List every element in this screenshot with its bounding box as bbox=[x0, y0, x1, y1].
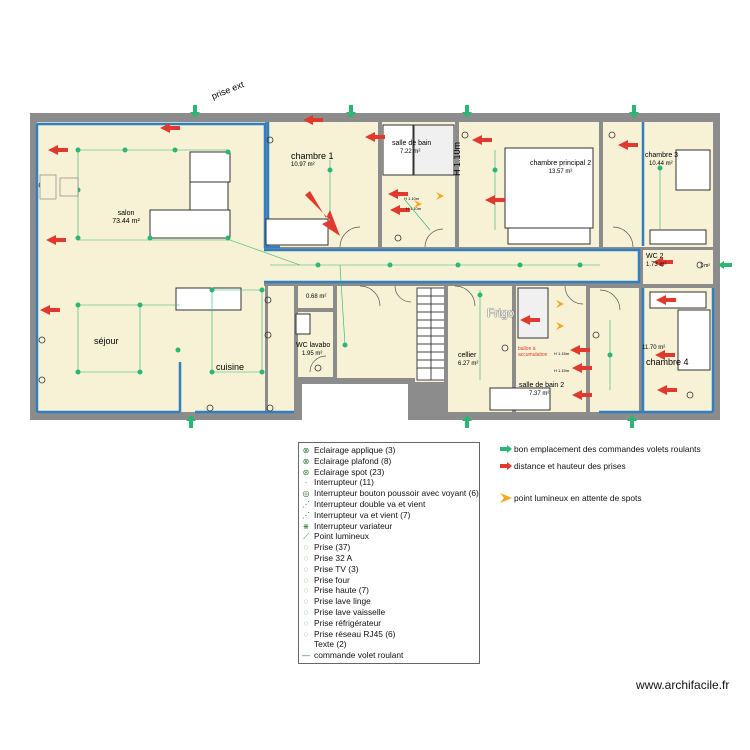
legend-label: Interrupteur bouton poussoir avec voyant… bbox=[314, 488, 479, 499]
legend-item: ◌ Prise réseau RJ45 (6) bbox=[301, 628, 396, 640]
orange-arrow-label: point lumineux en attente de spots bbox=[514, 493, 642, 503]
legend-item: ◌ Prise four bbox=[301, 575, 350, 586]
legend-item: Texte (2) bbox=[301, 639, 347, 650]
legend-label: Interrupteur variateur bbox=[314, 520, 393, 531]
legend-item: ⊗ Eclairage plafond (8) bbox=[301, 455, 392, 467]
legend-item: ⊛ Eclairage spot (23) bbox=[301, 466, 385, 478]
dimmer-icon: ⋇ bbox=[302, 521, 310, 531]
legend-item: ◌ Prise lave vaisselle bbox=[301, 607, 386, 618]
doors bbox=[309, 226, 634, 373]
right-legend-orange: point lumineux en attente de spots bbox=[500, 493, 642, 503]
zone-outlines bbox=[35, 122, 715, 414]
spot-icon: ⊛ bbox=[302, 467, 310, 477]
legend-item: ◌ Prise TV (3) bbox=[301, 564, 359, 575]
legend-item: — commande volet roulant bbox=[301, 650, 403, 661]
legend-label: Prise lave linge bbox=[314, 596, 371, 607]
legend-label: Interrupteur (11) bbox=[314, 477, 374, 488]
legend-label: Prise réseau RJ45 (6) bbox=[314, 628, 396, 639]
floor-areas bbox=[37, 122, 713, 412]
legend-label: Interrupteur double va et vient bbox=[314, 499, 426, 509]
double-switch-icon: ⋰ bbox=[302, 500, 310, 509]
legend-item: ⊗ Eclairage applique (3) bbox=[301, 445, 396, 456]
legend-label: Texte (2) bbox=[314, 639, 347, 650]
applique-icon: ⊗ bbox=[302, 446, 310, 455]
legend-label: Prise haute (7) bbox=[314, 585, 369, 596]
orange-arrow-icon bbox=[500, 493, 512, 503]
oven-outlet-icon: ◌ bbox=[303, 575, 309, 585]
entrance-notch bbox=[298, 382, 412, 420]
orange-arrows bbox=[414, 192, 564, 330]
green-arrow-label: bon emplacement des commandes volets rou… bbox=[514, 444, 701, 454]
staircase bbox=[416, 287, 446, 381]
red-arrow-icon bbox=[500, 462, 512, 470]
high-outlet-icon: ◌ bbox=[303, 586, 309, 596]
outlet-icon: ◌ bbox=[303, 543, 309, 553]
symbol-legend: ⊗ Eclairage applique (3) ⊗ Eclairage plafon… bbox=[298, 442, 480, 664]
watermark: www.archifacile.fr bbox=[636, 678, 730, 692]
legend-item: ◌ Prise 32 A bbox=[301, 553, 353, 564]
legend-label: Prise réfrigérateur bbox=[314, 617, 382, 628]
legend-item: ◌ Prise réfrigérateur bbox=[301, 618, 381, 629]
legend-label: Eclairage applique (3) bbox=[314, 445, 396, 455]
legend-label: Prise four bbox=[314, 574, 350, 585]
outlet-32a-icon: ◌ bbox=[303, 554, 309, 563]
green-arrow-icon bbox=[500, 445, 512, 453]
switch-icon: · bbox=[304, 478, 308, 488]
wiring-lines bbox=[77, 149, 661, 390]
legend-label: Prise lave vaisselle bbox=[314, 607, 386, 617]
legend-item: ⋰ Interrupteur va et vient (7) bbox=[301, 510, 410, 521]
salon-cabinet bbox=[39, 174, 57, 200]
legend-item: ⟋ Point lumineux bbox=[301, 531, 369, 542]
right-legend-green: bon emplacement des commandes volets rou… bbox=[500, 444, 701, 454]
legend-label: Eclairage spot (23) bbox=[314, 466, 385, 477]
green-arrows bbox=[186, 105, 732, 428]
plafond-icon: ⊗ bbox=[302, 456, 310, 466]
washer-outlet-icon: ◌ bbox=[303, 597, 309, 607]
push-switch-icon: ◎ bbox=[302, 489, 310, 499]
legend-item: ⋇ Interrupteur variateur bbox=[301, 520, 393, 532]
legend-item: ◌ Prise (37) bbox=[301, 542, 351, 553]
legend-item: ⋰ Interrupteur double va et vient bbox=[301, 499, 425, 510]
salon-tv bbox=[59, 177, 79, 197]
legend-label: Eclairage plafond (8) bbox=[314, 455, 392, 466]
legend-label: Point lumineux bbox=[314, 531, 369, 542]
two-way-switch-icon: ⋰ bbox=[302, 510, 310, 520]
red-arrow-label: distance et hauteur des prises bbox=[514, 461, 626, 471]
right-legend-red: distance et hauteur des prises bbox=[500, 461, 626, 471]
red-arrows bbox=[40, 115, 677, 400]
fridge-outlet-icon: ◌ bbox=[303, 618, 309, 628]
legend-label: Interrupteur va et vient (7) bbox=[314, 509, 411, 520]
tv-outlet-icon: ◌ bbox=[303, 564, 309, 574]
legend-label: Prise 32 A bbox=[314, 553, 353, 563]
legend-label: Prise (37) bbox=[314, 542, 351, 553]
legend-item: · Interrupteur (11) bbox=[301, 477, 374, 488]
dishwasher-outlet-icon: ◌ bbox=[303, 608, 309, 617]
legend-item: ◌ Prise lave linge bbox=[301, 596, 371, 607]
legend-item: ◎ Interrupteur bouton poussoir avec voyan… bbox=[301, 488, 479, 499]
legend-item: ◌ Prise haute (7) bbox=[301, 585, 369, 596]
legend-label: commande volet roulant bbox=[314, 650, 404, 661]
shutter-control-icon: — bbox=[302, 651, 310, 661]
legend-label: Prise TV (3) bbox=[314, 563, 359, 574]
rj45-outlet-icon: ◌ bbox=[303, 629, 309, 639]
electrical-symbols bbox=[75, 147, 663, 375]
light-point-icon: ⟋ bbox=[303, 532, 309, 542]
